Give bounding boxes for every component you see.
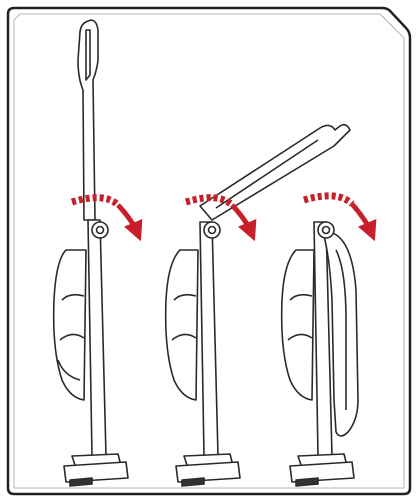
step-3-vacuum-folded [282, 222, 358, 486]
step-1-vacuum-upright [54, 20, 128, 486]
